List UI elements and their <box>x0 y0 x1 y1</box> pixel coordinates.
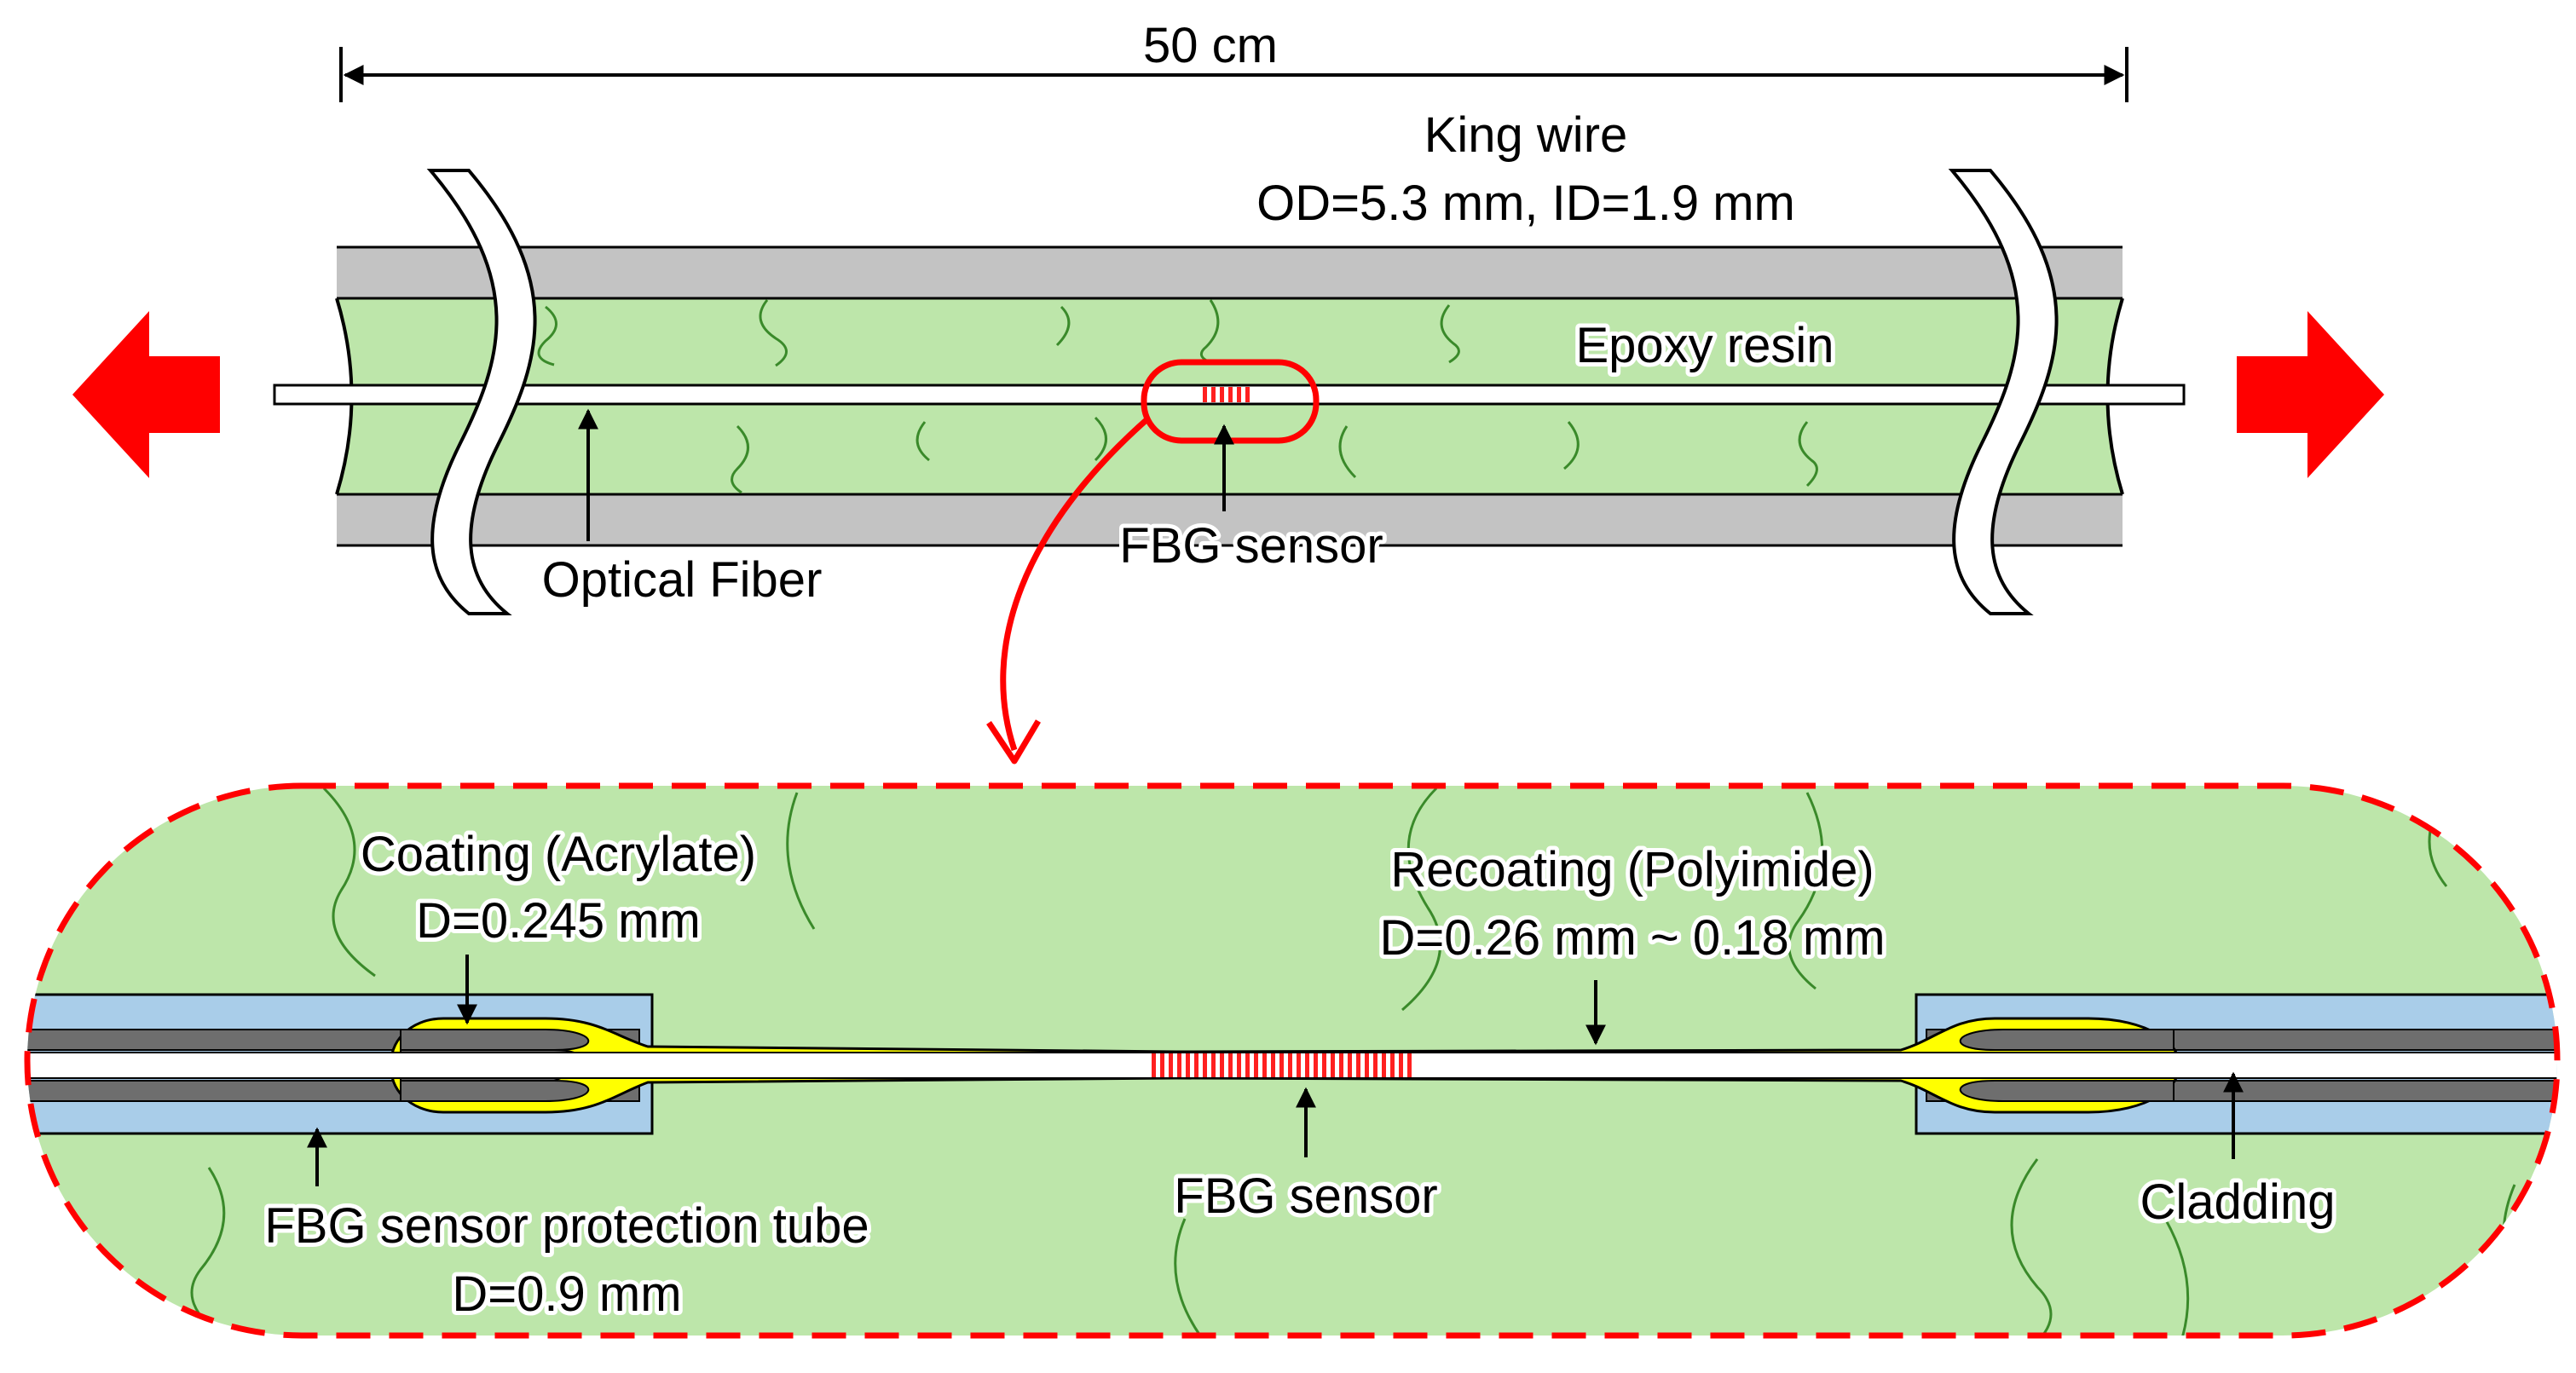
optical-fiber-label: Optical Fiber <box>542 552 823 608</box>
recoating-title: Recoating (Polyimide) <box>1390 842 1874 897</box>
top-labels: King wire OD=5.3 mm, ID=1.9 mm Epoxy res… <box>538 107 1839 612</box>
cladding-label: Cladding <box>2140 1174 2336 1230</box>
break-mark-left <box>426 169 537 615</box>
king-wire-dimensions: OD=5.3 mm, ID=1.9 mm <box>1256 176 1795 231</box>
length-label: 50 cm <box>1143 18 1278 73</box>
red-arrow-left-icon <box>72 311 220 478</box>
zoom-arrow-head <box>986 719 1042 764</box>
recoating-dimension: D=0.26 mm ~ 0.18 mm <box>1379 910 1885 966</box>
fbg-grating-detail <box>1151 1053 1415 1077</box>
detail-view-border <box>24 782 2561 1339</box>
optical-fiber-top <box>273 384 2186 406</box>
detail-labels: Coating (Acrylate) D=0.245 mm Recoating … <box>260 822 2339 1326</box>
coating-title: Coating (Acrylate) <box>361 827 756 882</box>
tube-dimension: D=0.9 mm <box>452 1266 681 1322</box>
tube-title: FBG sensor protection tube <box>264 1198 869 1254</box>
break-mark-right <box>1948 169 2059 615</box>
fbg-grating-top <box>1202 387 1251 402</box>
king-wire-title: King wire <box>1424 107 1628 163</box>
king-wire-lower-wall <box>337 494 2123 545</box>
red-arrow-right-icon <box>2237 311 2384 478</box>
fbg-sensor-label-top: FBG sensor <box>1119 518 1383 574</box>
epoxy-resin-label: Epoxy resin <box>1575 318 1834 373</box>
detail-view <box>27 786 2557 1336</box>
king-wire-upper-wall <box>337 247 2123 298</box>
fbg-sensor-label-detail: FBG sensor <box>1174 1168 1437 1224</box>
coating-dimension: D=0.245 mm <box>416 893 701 949</box>
length-dimension: 50 cm <box>339 18 2128 102</box>
epoxy-fiber-strands-top <box>537 299 1818 494</box>
zoom-connector-arrow <box>1000 415 1152 752</box>
